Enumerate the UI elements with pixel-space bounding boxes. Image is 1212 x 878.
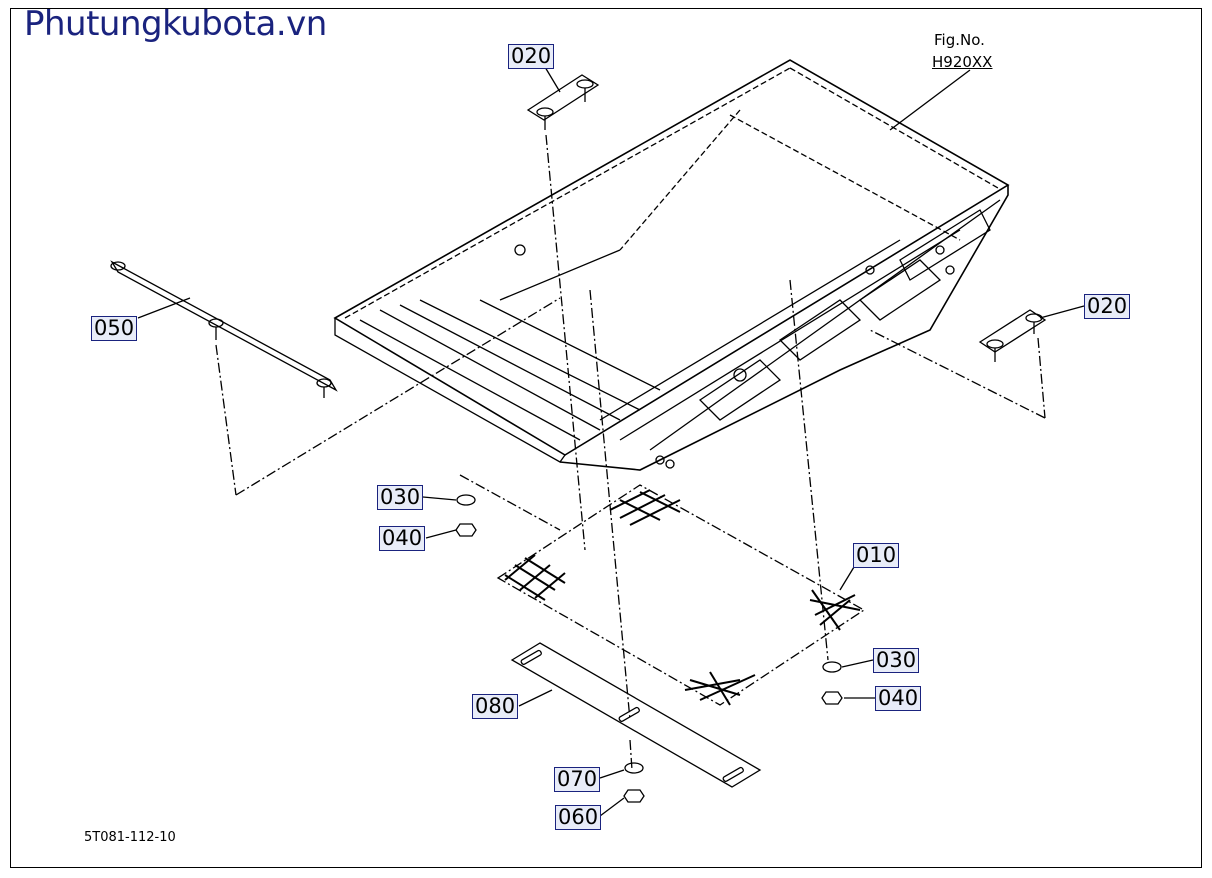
callout-040-left[interactable]: 040 xyxy=(379,526,426,551)
fig-no-label: Fig.No. xyxy=(934,31,985,49)
part-010-mat xyxy=(496,484,866,706)
washer-030-left xyxy=(456,494,476,506)
site-title[interactable]: Phutungkubota.vn xyxy=(24,4,327,44)
callout-070[interactable]: 070 xyxy=(554,767,601,792)
nut-060 xyxy=(623,789,645,803)
fig-no-leader xyxy=(889,69,971,131)
frame-body xyxy=(333,59,1010,471)
nut-040-left xyxy=(455,523,477,537)
callout-leaders xyxy=(137,66,1085,817)
callout-020-top[interactable]: 020 xyxy=(508,44,555,69)
callout-020-right[interactable]: 020 xyxy=(1084,294,1131,319)
nut-040-right xyxy=(821,691,843,705)
fig-no-value: H920XX xyxy=(932,53,993,71)
callout-030-right[interactable]: 030 xyxy=(873,648,920,673)
washer-030-right xyxy=(822,661,842,673)
part-020-right xyxy=(978,309,1047,362)
callout-060[interactable]: 060 xyxy=(555,805,602,830)
callout-030-left[interactable]: 030 xyxy=(377,485,424,510)
part-020-top xyxy=(526,74,600,130)
drawing-frame xyxy=(10,8,1202,868)
callout-050[interactable]: 050 xyxy=(91,316,138,341)
part-050-bar xyxy=(110,260,338,398)
callout-080[interactable]: 080 xyxy=(472,694,519,719)
callout-010[interactable]: 010 xyxy=(853,543,900,568)
part-080-plate xyxy=(510,642,762,788)
drawing-code: 5T081-112-10 xyxy=(84,830,176,845)
assembly-leaders xyxy=(215,134,1046,771)
callout-040-right[interactable]: 040 xyxy=(875,686,922,711)
washer-070 xyxy=(624,762,644,774)
